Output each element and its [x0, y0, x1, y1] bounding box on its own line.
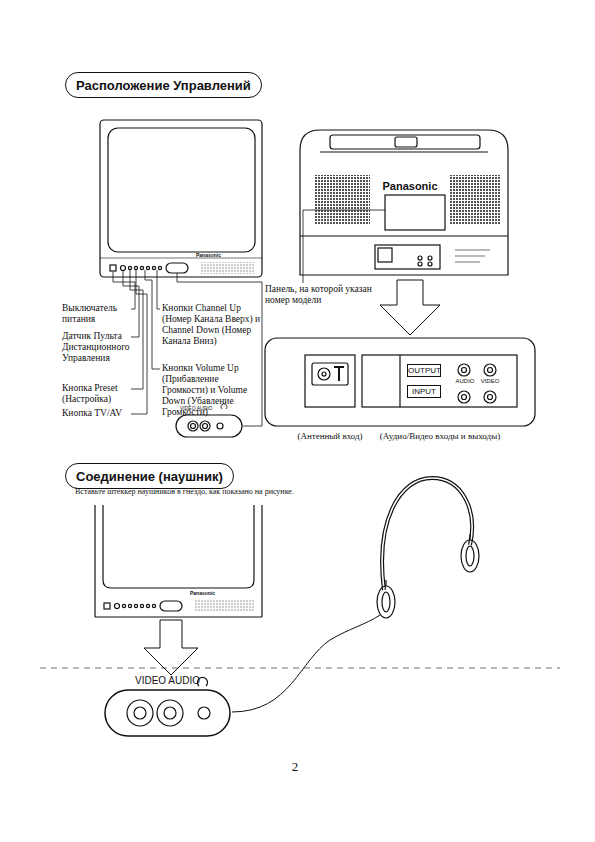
jack-label: OUTPUT	[407, 364, 441, 377]
callout-label: Вставьте штеккер наушников в гнездо, как…	[75, 487, 375, 496]
callout-label: (Аудио/Видео входы и выходы)	[370, 431, 510, 441]
callout-label: VIDEO AUDIO	[115, 675, 200, 687]
callout-label: Кнопка TV/AV	[62, 408, 132, 419]
callout-label: Кнопка Preset (Настройка)	[62, 383, 132, 405]
callout-label: Кнопки Channel Up (Номер Канала Вверх) и…	[162, 303, 262, 347]
section-heading: Расположение Управлений	[65, 72, 262, 98]
callout-label: VIDEO	[478, 378, 502, 385]
jack-label: INPUT	[407, 385, 441, 398]
page-number: 2	[285, 760, 305, 775]
callout-label: Panasonic	[360, 180, 460, 193]
callout-label: AUDIO	[453, 378, 477, 385]
callout-label: Датчик Пульта Дистанционного Управления	[62, 331, 132, 364]
callout-label: (Антенный вход)	[290, 431, 370, 441]
callout-label: Panasonic	[190, 591, 234, 597]
callout-label: Panasonic	[196, 253, 240, 259]
section-heading: Соединение (наушник)	[65, 463, 234, 489]
callout-label: Выключатель питания	[62, 303, 132, 325]
heading-text: Соединение (наушник)	[76, 469, 223, 484]
heading-text: Расположение Управлений	[76, 78, 251, 93]
callout-label: Панель, на которой указан номер модели	[265, 284, 375, 306]
callout-label: VIDEO AUDIO	[180, 406, 220, 412]
